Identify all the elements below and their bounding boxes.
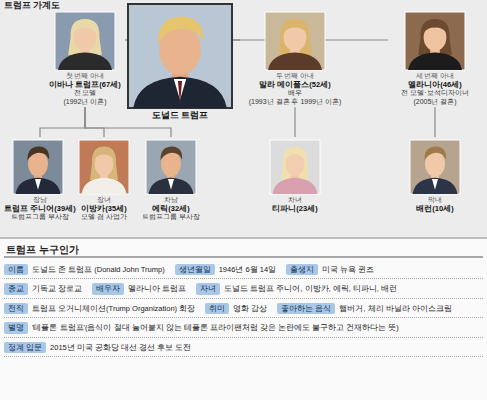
- field-tag: 취미: [205, 303, 229, 314]
- field-tag: 전직: [4, 303, 28, 314]
- field-name: 좋아하는 음식: [281, 304, 331, 313]
- diagram-title: 트럼프 가계도: [4, 0, 60, 12]
- field-tag: 좋아하는 음식: [277, 303, 335, 314]
- relation-label: 첫 번째 아내: [45, 72, 125, 80]
- relation-label: 차남: [136, 196, 206, 204]
- field-value: 도널드 트럼프 주니어, 이방카, 에릭, 티파니, 배런: [224, 284, 483, 293]
- field-tag: 별명: [4, 322, 28, 333]
- person-card: 차녀티파니(23세): [260, 138, 330, 213]
- field-value: 멜라니아 트럼프: [128, 284, 186, 293]
- person-card: 도널드 트럼프: [128, 4, 232, 121]
- field-tag: 출생지: [286, 264, 318, 275]
- bottom-ground: [0, 238, 487, 400]
- relation-label: 장남: [2, 196, 78, 204]
- field-name: 자녀: [200, 284, 216, 293]
- person-name: 배런(10세): [400, 204, 470, 213]
- person-note: 전 모델: [45, 89, 125, 97]
- portrait: [410, 140, 460, 194]
- field-name: 별명: [8, 323, 24, 332]
- field-tag: 배우자: [92, 283, 124, 294]
- person-card: 두 번째 아내말라 메이플스(52세)배우(1993년 결혼 후 1999년 이…: [240, 10, 350, 106]
- person-note: 모델 겸 사업가: [77, 213, 131, 221]
- info-row: 정계 입문 2015년 미국 공화당 대선 경선 후보 도전: [4, 339, 483, 357]
- person-note: (2005년 결혼): [388, 98, 482, 106]
- person-note: (1993년 결혼 후 1999년 이혼): [240, 98, 350, 106]
- person-card: 차남에릭(32세)트럼프그룹 부사장: [136, 138, 206, 222]
- person-note: 배우: [240, 89, 350, 97]
- person-card: 장남트럼프 주니어(39세)트럼프그룹 부사장: [2, 138, 78, 222]
- info-row: 이름 도널드 존 트럼프 (Donald John Trump) 생년월일 1946년…: [4, 261, 483, 279]
- portrait: [405, 12, 465, 70]
- person-note: 전 모델·보석디자이너: [388, 89, 482, 97]
- info-row: 별명 '테플론 트럼프'(음식이 절대 눌어붙지 않는 테플론 프라이팬처럼 갖은…: [4, 319, 483, 337]
- field-tag: 생년월일: [175, 264, 215, 275]
- person-name: 말라 메이플스(52세): [240, 80, 350, 89]
- portrait: [79, 140, 129, 194]
- person-name: 도널드 트럼프: [128, 110, 232, 121]
- field-name: 정계 입문: [8, 343, 42, 352]
- person-card: 장녀이방카(35세)모델 겸 사업가: [77, 138, 131, 222]
- field-name: 이름: [8, 265, 24, 274]
- person-note: 트럼프그룹 부사장: [136, 213, 206, 221]
- section-rule: [0, 238, 487, 239]
- relation-label: 장녀: [77, 196, 131, 204]
- relation-label: 세 번째 아내: [388, 72, 482, 80]
- field-value: 2015년 미국 공화당 대선 경선 후보 도전: [50, 343, 483, 352]
- family-line: [85, 107, 104, 137]
- portrait: [128, 4, 232, 108]
- field-name: 배우자: [96, 284, 120, 293]
- field-name: 출생지: [290, 265, 314, 274]
- family-line: [434, 107, 435, 137]
- field-tag: 정계 입문: [4, 342, 46, 353]
- person-name: 이방카(35세): [77, 204, 131, 213]
- field-name: 생년월일: [179, 265, 211, 274]
- person-name: 멜라니아(46세): [388, 80, 482, 89]
- family-line: [40, 107, 85, 137]
- person-name: 티파니(23세): [260, 204, 330, 213]
- field-value: 1946년 6월 14일: [219, 265, 276, 274]
- relation-label: 두 번째 아내: [240, 72, 350, 80]
- person-name: 에릭(32세): [136, 204, 206, 213]
- person-card: 막내배런(10세): [400, 138, 470, 213]
- field-name: 종교: [8, 284, 24, 293]
- person-note: (1992년 이혼): [45, 98, 125, 106]
- field-value: '테플론 트럼프'(음식이 절대 눌어붙지 않는 테플론 프라이팬처럼 갖은 논…: [32, 323, 483, 332]
- relation-label: 막내: [400, 196, 470, 204]
- field-value: 영화 감상: [233, 304, 267, 313]
- person-note: 트럼프그룹 부사장: [2, 213, 78, 221]
- person-name: 이바나 트럼프(67세): [45, 80, 125, 89]
- info-row: 전직 트럼프 오거니제이션(Trump Organization) 회장 취미 영화 …: [4, 300, 483, 318]
- info-row: 종교 기독교 장로교 배우자 멜라니아 트럼프 자녀 도널드 트럼프 주니어, 이방카, …: [4, 280, 483, 298]
- family-line: [294, 107, 295, 137]
- field-tag: 이름: [4, 264, 28, 275]
- field-value: 미국 뉴욕 퀸즈: [322, 265, 483, 274]
- portrait: [270, 140, 320, 194]
- top-ground: [0, 0, 487, 238]
- person-name: 트럼프 주니어(39세): [2, 204, 78, 213]
- field-tag: 종교: [4, 283, 28, 294]
- field-value: 트럼프 오거니제이션(Trump Organization) 회장: [32, 304, 195, 313]
- portrait: [146, 140, 196, 194]
- section-heading: 트럼프 누구인가: [6, 243, 79, 257]
- portrait: [55, 12, 115, 70]
- field-name: 취미: [209, 304, 225, 313]
- field-value: 햄버거, 체리 바닐라 아이스크림: [339, 304, 483, 313]
- field-tag: 자녀: [196, 283, 220, 294]
- person-card: 첫 번째 아내이바나 트럼프(67세)전 모델(1992년 이혼): [45, 10, 125, 106]
- portrait: [13, 140, 63, 194]
- field-value: 도널드 존 트럼프 (Donald John Trump): [32, 265, 165, 274]
- field-name: 전직: [8, 304, 24, 313]
- portrait: [265, 12, 325, 70]
- relation-label: 차녀: [260, 196, 330, 204]
- heading-rule: [4, 257, 483, 258]
- person-card: 세 번째 아내멜라니아(46세)전 모델·보석디자이너(2005년 결혼): [388, 10, 482, 106]
- field-value: 기독교 장로교: [32, 284, 82, 293]
